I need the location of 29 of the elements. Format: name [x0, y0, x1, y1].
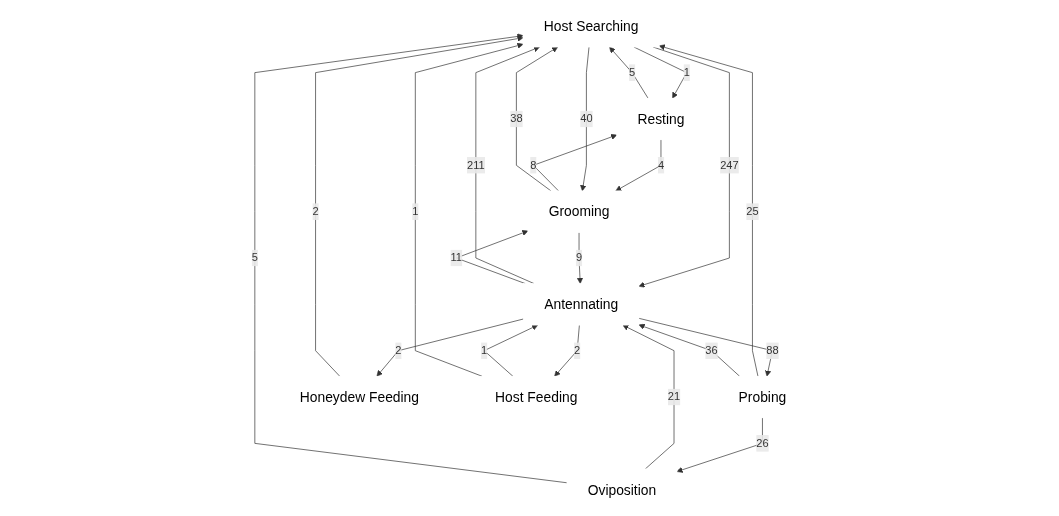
edge-label: 5: [629, 66, 636, 79]
edge-label: 11: [450, 251, 463, 264]
edge-label: 5: [251, 251, 259, 264]
edge-label: 1: [481, 344, 488, 357]
node-text: Host Searching: [543, 18, 639, 34]
edge-label: 247: [720, 159, 739, 171]
edge-label: 38: [510, 112, 523, 125]
edge-label: 2: [312, 205, 319, 218]
edge-label: 26: [756, 437, 769, 449]
edge-label: 9: [576, 251, 583, 264]
edge-label: 2: [574, 344, 581, 357]
edge-label: 21: [667, 390, 681, 403]
node-text: Probing: [738, 389, 787, 405]
edge-label: 88: [766, 344, 779, 357]
edge-label: 1: [412, 205, 419, 218]
node-text: Honeydew Feeding: [299, 389, 420, 405]
node-text: Grooming: [548, 204, 610, 220]
edge-label: 1: [683, 66, 690, 79]
edge-label: 211: [467, 159, 485, 171]
edge-label: 36: [705, 344, 718, 357]
edge-label: 4: [657, 159, 665, 171]
node-text: Host Feeding: [495, 389, 578, 405]
edge-label: 2: [395, 344, 402, 357]
edge-label: 8: [530, 159, 537, 171]
node-text: Antennating: [544, 296, 619, 312]
node-text: Oviposition: [587, 482, 657, 498]
node-text: Resting: [637, 111, 685, 127]
edge-label: 25: [746, 205, 759, 218]
edge-label: 40: [580, 112, 593, 125]
